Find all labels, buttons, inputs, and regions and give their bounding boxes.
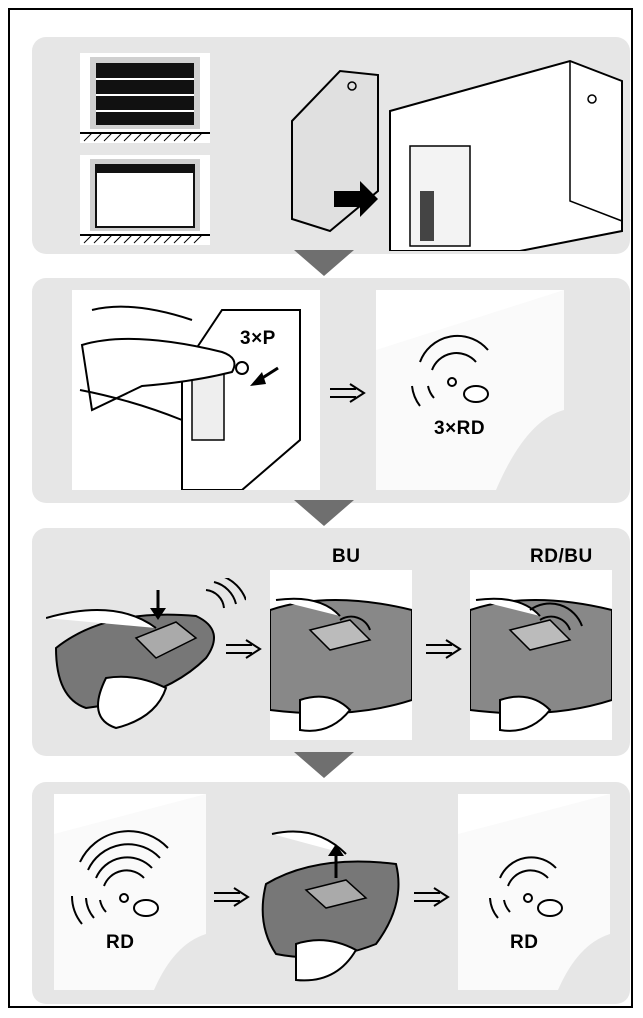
led-icon — [376, 290, 564, 490]
led-blue-label: BU — [332, 546, 360, 568]
double-line-arrow-icon — [424, 638, 464, 660]
down-triangle-icon — [294, 752, 354, 778]
down-triangle-icon — [294, 500, 354, 526]
step-4-panel: RD — [32, 782, 630, 1004]
up-and-over-door-icon — [80, 155, 210, 245]
double-line-arrow-icon — [212, 886, 252, 908]
release-button-image — [256, 794, 406, 990]
led-redblue-label: RD/BU — [530, 546, 593, 568]
led-red-rapid-image: RD — [54, 794, 206, 990]
double-line-arrow-icon — [224, 638, 264, 660]
led-red-label-right: RD — [510, 932, 538, 954]
down-triangle-icon — [294, 250, 354, 276]
remote-release-icon — [256, 794, 406, 990]
up-and-over-door-image — [80, 155, 210, 245]
led-red-slow-icon — [458, 794, 610, 990]
remote-led-redblue-icon — [470, 570, 612, 740]
press-button-image: 3×P — [72, 290, 320, 490]
finger-press-icon — [72, 290, 320, 490]
led-flash-image: 3×RD — [376, 290, 564, 490]
sectional-door-icon — [80, 53, 210, 143]
operator-cover-icon — [270, 51, 626, 251]
step-2-panel: 3×P 3×RD — [32, 278, 630, 503]
operator-housing-image — [270, 51, 626, 251]
led-red-label-left: RD — [106, 932, 134, 954]
led-redblue-image — [470, 570, 612, 740]
double-line-arrow-icon — [412, 886, 452, 908]
instruction-sheet: 3×P 3×RD — [8, 8, 633, 1008]
led-red-slow-image: RD — [458, 794, 610, 990]
double-line-arrow-icon — [328, 382, 368, 404]
remote-press-image — [46, 578, 246, 743]
led-red-rapid-icon — [54, 794, 206, 990]
press-count-label: 3×P — [240, 328, 276, 350]
led-flash-label: 3×RD — [434, 418, 485, 440]
step-3-panel: BU RD/BU — [32, 528, 630, 756]
remote-led-blue-icon — [270, 570, 412, 740]
remote-control-icon — [46, 578, 246, 743]
led-blue-image — [270, 570, 412, 740]
step-1-panel — [32, 37, 630, 254]
sectional-door-image — [80, 53, 210, 143]
